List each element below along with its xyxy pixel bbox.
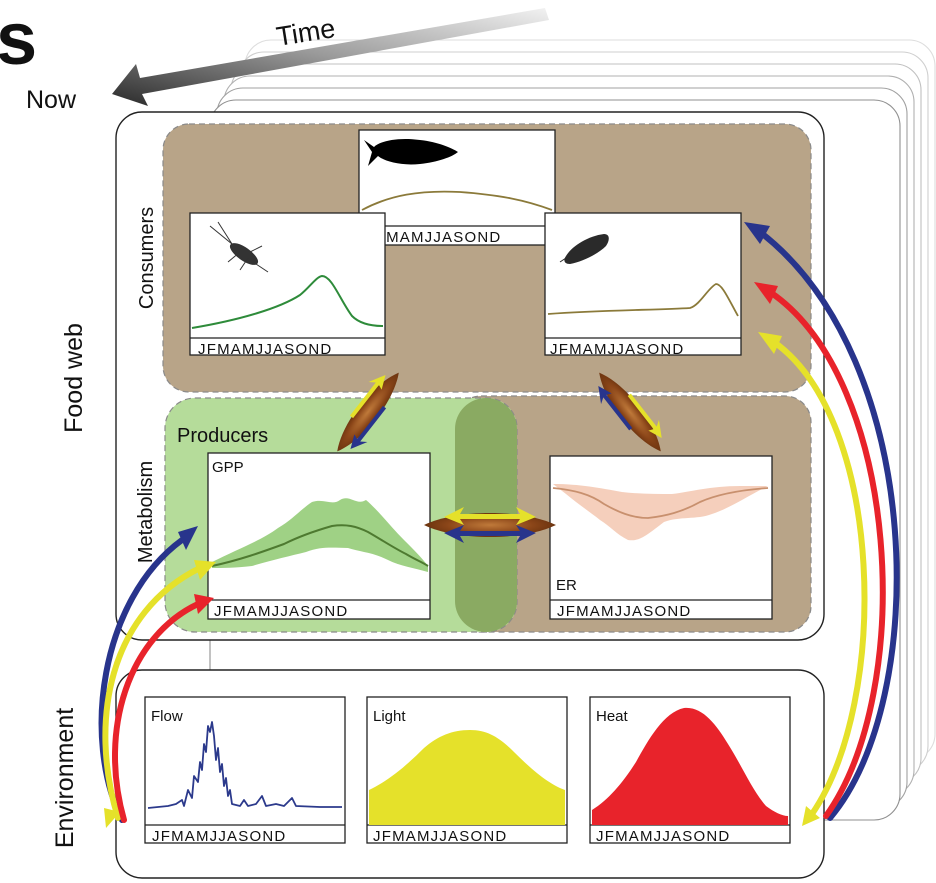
er-line [552, 487, 769, 519]
right-driver-arrows [744, 222, 900, 826]
flow-label: Flow [151, 708, 183, 725]
heat-to-consumers-arrow [767, 289, 886, 819]
fish-panel: JFMAMJJASOND [358, 129, 556, 246]
mayfly-icon [209, 221, 269, 273]
metabolism-label: Metabolism [135, 461, 157, 563]
now-label: Now [26, 86, 77, 114]
consumers-label: Consumers [136, 207, 158, 309]
gpp-label: GPP [212, 459, 244, 476]
caddisfly-larva-icon [559, 234, 609, 264]
mayfly-gpp-interaction [337, 372, 399, 452]
er-panel: ER JFMAMJJASOND [549, 455, 773, 620]
light-panel: Light JFMAMJJASOND [366, 696, 568, 845]
caddisfly-abundance-line [547, 283, 739, 317]
time-arrow [112, 8, 549, 106]
fish-months-axis: JFMAMJJASOND [367, 229, 501, 246]
light-area [369, 730, 565, 825]
er-months-axis: JFMAMJJASOND [557, 603, 691, 620]
mayfly-panel: JFMAMJJASOND [189, 212, 386, 358]
gpp-line [211, 524, 429, 567]
flow-panel: Flow JFMAMJJASOND [144, 696, 346, 845]
light-label: Light [373, 708, 406, 725]
environment-label: Environment [51, 708, 79, 848]
mayfly-abundance-line [191, 274, 384, 329]
gpp-panel: GPP JFMAMJJASOND [207, 452, 431, 620]
flow-months-axis: JFMAMJJASOND [152, 828, 286, 845]
fish-icon [364, 138, 458, 166]
light-months-axis: JFMAMJJASOND [373, 828, 507, 845]
light-to-consumers-arrow [771, 339, 868, 817]
caddisfly-panel: JFMAMJJASOND [544, 212, 742, 358]
left-driver-arrows [98, 526, 216, 828]
gpp-uncertainty-band [212, 498, 428, 572]
food-web-label: Food web [60, 323, 88, 433]
fish-abundance-line [361, 190, 553, 211]
heat-label: Heat [596, 708, 629, 725]
flow-line [147, 721, 342, 809]
mayfly-months-axis: JFMAMJJASOND [198, 341, 332, 358]
light-to-gpp-arrow [102, 565, 203, 821]
heat-to-gpp-arrow [111, 601, 201, 823]
gpp-months-axis: JFMAMJJASOND [214, 603, 348, 620]
er-label: ER [556, 577, 577, 594]
gpp-er-interaction [424, 507, 556, 543]
cut-letter: s [0, 0, 37, 80]
caddisfly-months-axis: JFMAMJJASOND [550, 341, 684, 358]
flow-to-consumers-arrow [757, 229, 900, 821]
caddisfly-er-interaction [598, 372, 662, 452]
heat-panel: Heat JFMAMJJASOND [589, 696, 791, 845]
er-uncertainty-band [553, 484, 768, 541]
heat-months-axis: JFMAMJJASOND [596, 828, 730, 845]
producers-label: Producers [177, 425, 268, 447]
heat-area [592, 707, 788, 825]
